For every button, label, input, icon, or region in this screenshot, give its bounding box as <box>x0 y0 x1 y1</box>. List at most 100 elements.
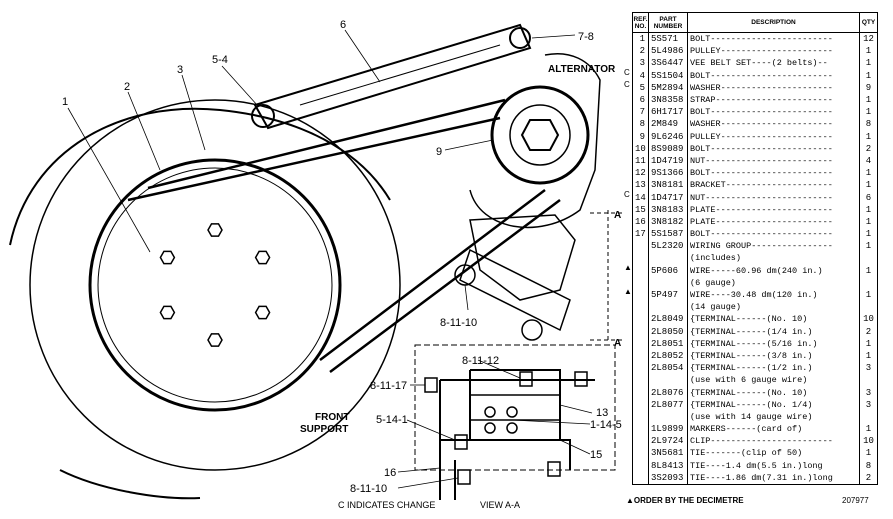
callout-15: 15 <box>590 449 602 461</box>
cell-ref <box>632 423 649 436</box>
cell-qty: 1 <box>859 337 878 350</box>
change-indicator: C <box>624 79 630 89</box>
cell-part: 8S9089 <box>648 142 688 155</box>
cell-desc: TIE----1.4 dm(5.5 in.)long <box>687 459 860 472</box>
cell-ref: 12 <box>632 167 649 180</box>
terminal-stud-3 <box>484 422 496 434</box>
cell-part: 2L8076 <box>648 386 688 399</box>
table-row: (use with 14 gauge wire) <box>632 410 878 423</box>
cell-part: 1D4717 <box>648 191 688 204</box>
cell-desc: TIE----1.86 dm(7.31 in.)long <box>687 471 860 485</box>
cell-qty: 10 <box>859 313 878 326</box>
callout-13: 13 <box>596 407 608 419</box>
cell-part: 3S2093 <box>648 471 688 485</box>
cell-ref: 3 <box>632 57 649 70</box>
alternator-pulley <box>490 85 590 185</box>
cell-desc: (use with 6 gauge wire) <box>687 374 860 387</box>
table-row: 2L8052{TERMINAL------(3/8 in.)1 <box>632 349 878 363</box>
adjusting-strap <box>253 23 532 130</box>
alternator-pulley-hub <box>509 104 571 166</box>
callout-9: 9 <box>436 146 442 158</box>
cell-ref <box>632 264 649 277</box>
cell-qty: 1 <box>859 57 878 70</box>
callout-8-11-10-top: 8-11-10 <box>440 317 477 329</box>
cell-desc: BOLT------------------------ <box>687 106 860 119</box>
cell-desc: TIE-------(clip of 50) <box>687 447 860 460</box>
table-row: (6 gauge) <box>632 276 878 289</box>
cell-ref <box>632 471 649 485</box>
pulley-bolt-head <box>254 305 271 320</box>
cell-qty: 8 <box>859 459 878 472</box>
table-row: 2L8054{TERMINAL------(1/2 in.)3 <box>632 362 878 375</box>
cell-qty: 3 <box>859 398 878 411</box>
view-aa-nut-2 <box>574 371 588 387</box>
cell-desc: WASHER---------------------- <box>687 118 860 131</box>
cell-qty: 1 <box>859 215 878 228</box>
cell-qty: 1 <box>859 106 878 119</box>
cell-qty: 1 <box>859 447 878 460</box>
view-aa-nut-5 <box>457 469 471 485</box>
pulley-bolt-head <box>207 223 223 237</box>
cell-ref: 10 <box>632 142 649 155</box>
change-indicator: ▲ <box>624 287 632 297</box>
cell-qty: 2 <box>859 142 878 155</box>
parts-table-header: REF. NO. PART NUMBER DESCRIPTION QTY <box>632 12 878 33</box>
section-line <box>590 210 625 341</box>
cell-qty: 12 <box>859 32 878 46</box>
callout-1-14-5: 1-14-5 <box>590 419 622 431</box>
section-a-top-label: A <box>614 210 621 221</box>
cell-part: 1D4719 <box>648 154 688 168</box>
cell-ref <box>632 313 649 326</box>
cell-part: 3N8181 <box>648 179 688 192</box>
cell-ref <box>632 447 649 460</box>
table-row: 2L8049{TERMINAL------(No. 10)10 <box>632 313 878 326</box>
cell-desc: BOLT------------------------ <box>687 167 860 180</box>
cell-ref: 14 <box>632 191 649 204</box>
cell-part: 3N8183 <box>648 203 688 216</box>
front-support-housing <box>9 107 391 500</box>
cell-ref <box>632 240 649 253</box>
pulley-bolt-head <box>254 250 271 265</box>
cell-ref <box>632 276 649 289</box>
cell-desc: {TERMINAL------(5/16 in.) <box>687 337 860 350</box>
view-aa-nut-4 <box>454 434 468 450</box>
cell-ref <box>632 459 649 472</box>
cell-qty: 6 <box>859 191 878 204</box>
cell-ref <box>632 301 649 314</box>
cell-desc: PULLEY---------------------- <box>687 130 860 143</box>
cell-part: 2M849 <box>648 118 688 131</box>
cell-ref: 17 <box>632 228 649 241</box>
cell-desc: (14 gauge) <box>687 301 860 314</box>
view-aa-nut-3 <box>424 377 438 393</box>
cell-desc: (6 gauge) <box>687 276 860 289</box>
cell-qty: 1 <box>859 179 878 192</box>
strap-bolt <box>251 104 275 128</box>
cell-ref: 15 <box>632 203 649 216</box>
cell-ref: 5 <box>632 81 649 94</box>
header-ref-no: REF. NO. <box>632 12 649 33</box>
cell-part <box>648 252 688 265</box>
change-indicator: C <box>624 67 630 77</box>
cell-ref: 9 <box>632 130 649 143</box>
cell-part <box>648 374 688 387</box>
change-note: C INDICATES CHANGE <box>338 500 435 510</box>
cell-ref <box>632 362 649 375</box>
cell-part: 9L6246 <box>648 130 688 143</box>
cell-part: 5L4986 <box>648 45 688 58</box>
cell-part: 5P606 <box>648 264 688 277</box>
header-description: DESCRIPTION <box>687 12 860 33</box>
cell-ref: 16 <box>632 215 649 228</box>
cell-desc: MARKERS------(card of) <box>687 423 860 436</box>
cell-part <box>648 301 688 314</box>
change-indicator: ▲ <box>624 262 632 272</box>
cell-part: 5M2894 <box>648 81 688 94</box>
cell-desc: WIRE----30.48 dm(120 in.) <box>687 288 860 302</box>
cell-qty <box>859 276 878 289</box>
cell-desc: STRAP----------------------- <box>687 93 860 107</box>
cell-desc: {TERMINAL------(No. 10) <box>687 386 860 399</box>
table-row: (includes) <box>632 252 878 265</box>
